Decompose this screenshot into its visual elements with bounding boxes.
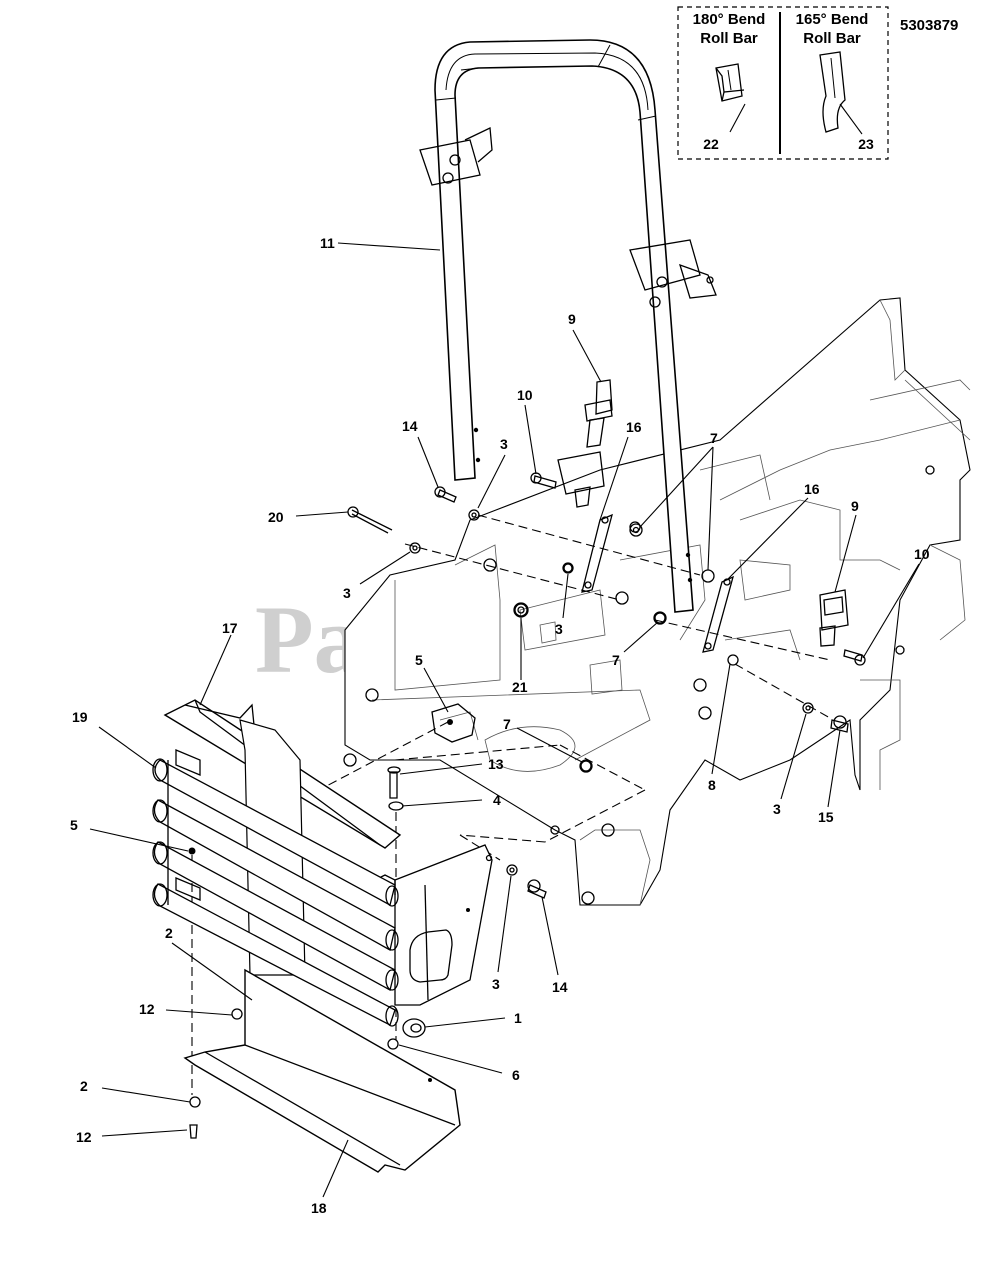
svg-text:Roll Bar: Roll Bar [803, 30, 861, 47]
leader-lines [89, 242, 920, 1198]
callout-13: 13 [488, 756, 504, 772]
callout-3: 3 [500, 436, 508, 452]
part-number: 5303879 [900, 17, 958, 34]
callout-23: 23 [858, 136, 874, 152]
legend-box: 180° Bend Roll Bar 22 165° Bend Roll Bar… [677, 6, 889, 160]
clip-165-icon [819, 51, 846, 133]
callout-1: 1 [514, 1010, 522, 1026]
chassis-frame [343, 297, 971, 906]
callout-8: 8 [708, 777, 716, 793]
callout-3: 3 [773, 801, 781, 817]
callout-12: 12 [76, 1129, 92, 1145]
callout-11: 11 [320, 235, 335, 251]
svg-text:180° Bend: 180° Bend [693, 11, 766, 28]
callout-19: 19 [72, 709, 88, 725]
callout-10: 10 [914, 546, 930, 562]
callout-9: 9 [851, 498, 859, 514]
legend-180-bend: 180° Bend Roll Bar 22 [693, 11, 766, 152]
seat-belt-right [819, 589, 849, 647]
callout-18: 18 [311, 1200, 327, 1216]
svg-text:Roll Bar: Roll Bar [700, 30, 758, 47]
clip-180-icon [715, 63, 745, 102]
callout-3: 3 [492, 976, 500, 992]
seat-belt-left [557, 379, 613, 508]
callout-7: 7 [710, 430, 718, 446]
callout-12: 12 [139, 1001, 155, 1017]
callout-5: 5 [415, 652, 423, 668]
callout-16: 16 [804, 481, 820, 497]
strap-right [702, 575, 734, 653]
callout-4: 4 [493, 792, 501, 808]
callout-9: 9 [568, 311, 576, 327]
callout-21: 21 [512, 679, 528, 695]
callout-5: 5 [70, 817, 78, 833]
callout-10: 10 [517, 387, 533, 403]
callout-17: 17 [222, 620, 238, 636]
front-guard [152, 699, 493, 1173]
callout-3: 3 [343, 585, 351, 601]
callout-7: 7 [503, 716, 511, 732]
svg-text:165° Bend: 165° Bend [796, 11, 869, 28]
callouts: 11 9 10 14 3 16 7 20 3 16 9 10 3 7 17 5 … [70, 235, 930, 1216]
callout-2: 2 [165, 925, 173, 941]
callout-6: 6 [512, 1067, 520, 1083]
callout-3: 3 [555, 621, 563, 637]
callout-2: 2 [80, 1078, 88, 1094]
strap-left [581, 513, 613, 593]
legend-165-bend: 165° Bend Roll Bar 23 [796, 11, 874, 152]
callout-15: 15 [818, 809, 834, 825]
callout-7: 7 [612, 652, 620, 668]
roll-bar [419, 39, 717, 613]
callout-14: 14 [552, 979, 568, 995]
callout-20: 20 [268, 509, 284, 525]
callout-14: 14 [402, 418, 418, 434]
callout-16: 16 [626, 419, 642, 435]
callout-22: 22 [703, 136, 719, 152]
